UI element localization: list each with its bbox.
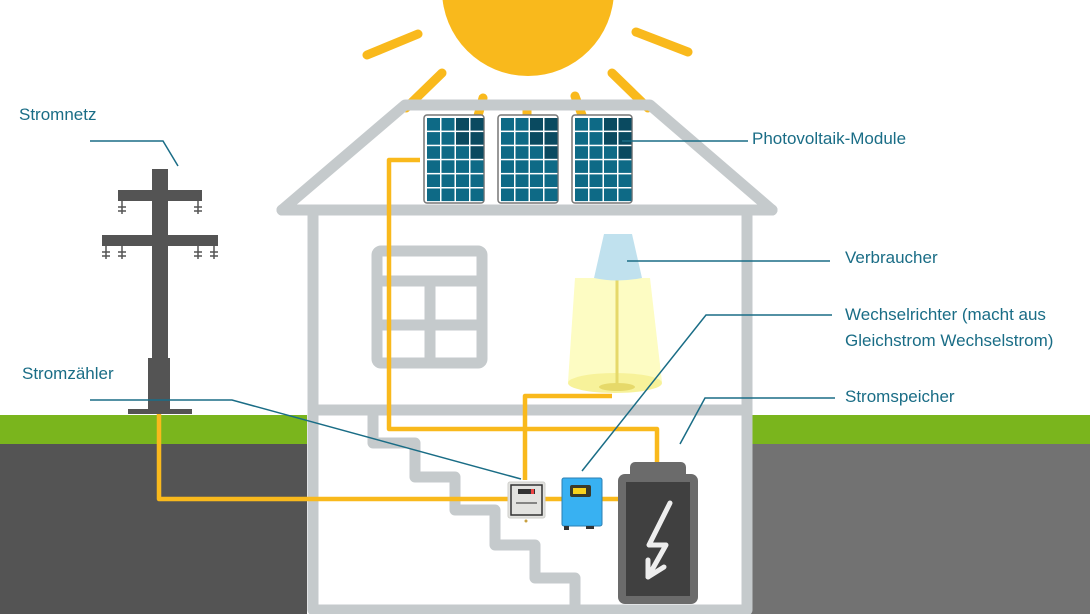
grass-left	[0, 415, 307, 444]
grass-right	[747, 415, 1090, 444]
soil-left	[0, 444, 307, 614]
electricity-meter-icon	[507, 481, 546, 523]
solar-panel-icon	[497, 114, 559, 204]
lightning-icon	[645, 500, 673, 580]
solar-panel-icon	[423, 114, 485, 204]
floor-lamp-icon	[568, 234, 662, 393]
soil-right	[747, 444, 1090, 614]
cables	[156, 157, 660, 502]
label-photovoltaik-module: Photovoltaik-Module	[752, 129, 907, 148]
leader-lines	[90, 140, 835, 480]
leader-meter	[90, 399, 522, 480]
inverter-icon	[561, 477, 603, 530]
label-wechselrichter-line2: Gleichstrom Wechselstrom)	[845, 331, 1054, 350]
label-wechselrichter-line1: Wechselrichter (macht aus	[845, 305, 1046, 324]
ground	[0, 415, 1090, 614]
house	[276, 99, 778, 614]
label-stromnetz: Stromnetz	[19, 105, 97, 124]
label-stromzaehler: Stromzähler	[22, 364, 114, 383]
leader-grid	[90, 140, 179, 167]
leader-storage	[679, 397, 835, 445]
solar-panels	[423, 114, 633, 204]
label-stromspeicher: Stromspeicher	[845, 387, 955, 406]
label-verbraucher: Verbraucher	[845, 248, 938, 267]
leader-inverter	[581, 314, 832, 472]
battery-icon	[618, 462, 698, 604]
power-pole-icon	[102, 169, 218, 414]
solar-panel-icon	[571, 114, 633, 204]
